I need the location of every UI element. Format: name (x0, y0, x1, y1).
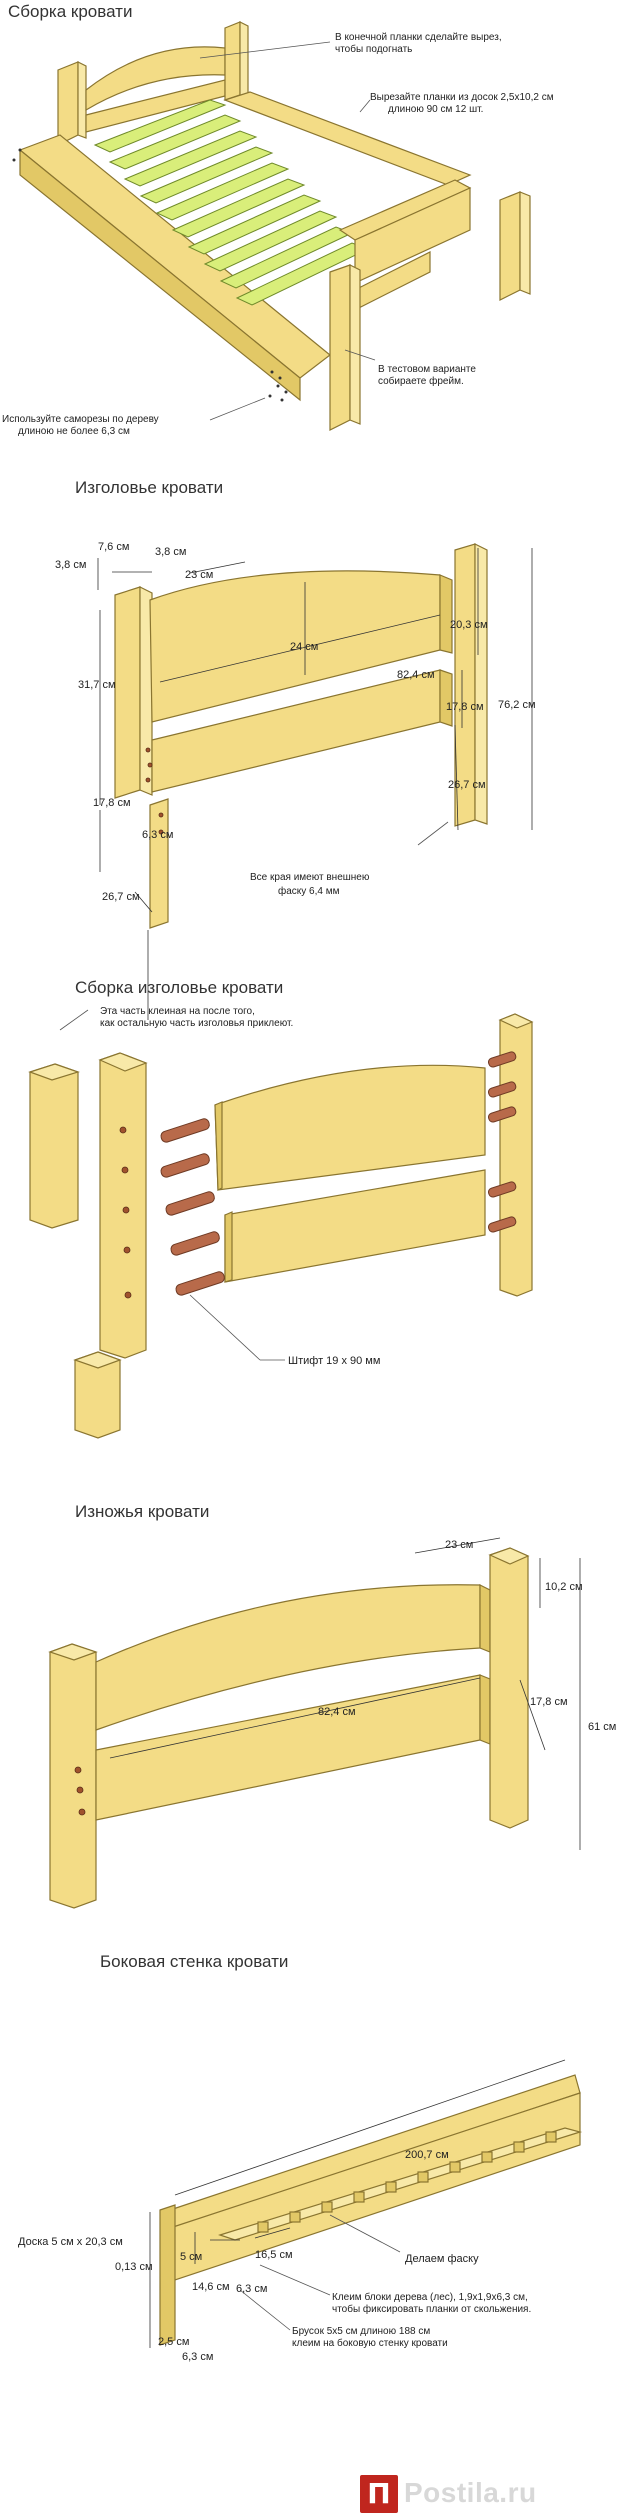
dim-26-7-a: 26,7 см (448, 779, 486, 791)
glue-blocks (257, 2131, 557, 2233)
dim-5: 5 см (180, 2251, 202, 2263)
postila-watermark: П Postila.ru (360, 2475, 630, 2513)
dimension-lines (109, 1537, 581, 1850)
dim-2-5: 2,5 см (158, 2336, 189, 2348)
section-title: Сборка кровати (8, 2, 133, 21)
dim-17-8-b: 17,8 см (93, 797, 131, 809)
dim-7-6: 7,6 см (98, 541, 129, 553)
section-bed-assembly: Сборка кровати (0, 0, 640, 460)
note-blocks-1: Клеим блоки дерева (лес), 1,9x1,9x6,3 см… (332, 2291, 528, 2303)
footboard-post-right (499, 191, 521, 301)
slats (93, 99, 370, 306)
note-test-1: В тестовом варианте (378, 364, 476, 375)
note-screws-1: Используйте саморезы по дереву (2, 414, 159, 425)
lower-panel (224, 1169, 486, 1283)
left-post-upper-piece (29, 1063, 79, 1229)
section-footboard: Изножья кровати 23 см 10,2 см 82,4 см 17… (0, 1440, 640, 1909)
postila-logo-text: Postila.ru (404, 2477, 537, 2508)
headboard-post-right (224, 21, 241, 101)
dimension-lines (149, 2059, 566, 2348)
bed-assembly-drawing: В конечной планки сделайте вырез, чтобы … (2, 21, 554, 437)
upper-panel (214, 1064, 486, 1191)
dim-0-13: 0,13 см (115, 2261, 153, 2273)
section-headboard: Изголовье кровати (0, 460, 640, 1020)
dowel-holes (119, 1126, 132, 1299)
section-title: Изножья кровати (75, 1502, 210, 1521)
dim-10-2: 10,2 см (545, 1581, 583, 1593)
dim-24: 24 см (290, 641, 318, 653)
note-cutout-1: В конечной планки сделайте вырез, (335, 32, 502, 43)
headboard-left-leg (149, 798, 169, 929)
dimension-lines (97, 548, 533, 1020)
note-cutout-2: чтобы подогнать (335, 43, 412, 55)
dim-26-7-b: 26,7 см (102, 891, 140, 903)
dim-23: 23 см (445, 1539, 473, 1551)
note-chamfer-1: Все края имеют внешнею (250, 872, 370, 883)
board-size: Доска 5 см x 20,3 см (18, 2236, 123, 2248)
section-title: Сборка изголовье кровати (75, 978, 284, 997)
note-slats-2: длиною 90 см 12 шт. (388, 104, 483, 115)
dim-76-2: 76,2 см (498, 699, 536, 711)
note-bar-2: клеим на боковую стенку кровати (292, 2337, 448, 2349)
dim-6-3: 6,3 см (142, 829, 173, 841)
footboard-post-left (329, 264, 351, 431)
footboard-right-post (489, 1547, 529, 1829)
dim-14-6: 14,6 см (192, 2281, 230, 2293)
side-board-end (159, 2204, 176, 2346)
note-test-2: собираете фрейм. (378, 375, 464, 387)
note-chamfer-2: фаску 6,4 мм (278, 885, 340, 897)
dim-61: 61 см (588, 1721, 616, 1733)
section-side-rail: Боковая стенка кровати (0, 1860, 640, 2518)
dim-17-8: 17,8 см (530, 1696, 568, 1708)
screw-marks (12, 148, 288, 402)
note-blocks-2: чтобы фиксировать планки от скольжения. (332, 2303, 531, 2315)
chamfer-note: Делаем фаску (405, 2253, 479, 2265)
side-rail-drawing: 200,7 см Доска 5 см x 20,3 см 0,13 см 5 … (18, 2059, 583, 2363)
dim-31-7: 31,7 см (78, 679, 116, 691)
section-headboard-assembly: Сборка изголовье кровати (0, 960, 640, 1440)
section-title: Боковая стенка кровати (100, 1952, 289, 1971)
left-post-drilled (99, 1052, 147, 1359)
dim-6-3-a: 6,3 см (236, 2283, 267, 2295)
dim-23: 23 см (185, 569, 213, 581)
note-bar-1: Брусок 5x5 см длиною 188 см (292, 2326, 430, 2337)
headboard-drawing: 7,6 см 3,8 см 3,8 см 23 см 24 см 20,3 см… (55, 541, 536, 1020)
postila-logo-icon: П (360, 2475, 398, 2513)
dim-17-8-a: 17,8 см (446, 701, 484, 713)
headboard-assembly-drawing: Эта часть клеиная на после того, как ост… (28, 1006, 534, 1439)
dim-20-3: 20,3 см (450, 619, 488, 631)
dowels (160, 1051, 517, 1296)
dim-3-8-b: 3,8 см (155, 546, 186, 558)
note-glue-2: как остальную часть изголовья приклеют. (100, 1018, 293, 1029)
dim-82-4: 82,4 см (318, 1706, 356, 1718)
note-glue-1: Эта часть клеиная на после того, (100, 1006, 255, 1017)
note-slats-1: Вырезайте планки из досок 2,5x10,2 см (370, 92, 554, 103)
side-rail-back (223, 91, 472, 186)
headboard-left-post (114, 586, 141, 799)
dowel-label: Штифт 19 х 90 мм (288, 1355, 380, 1367)
headboard-post-left (57, 61, 79, 146)
dim-16-5: 16,5 см (255, 2249, 293, 2261)
footboard-drawing: 23 см 10,2 см 82,4 см 17,8 см 61 см (48, 1537, 616, 1909)
section-title: Изголовье кровати (75, 478, 224, 497)
dim-6-3-b: 6,3 см (182, 2351, 213, 2363)
dim-3-8-a: 3,8 см (55, 559, 86, 571)
note-screws-2: длиною не более 6,3 см (18, 425, 130, 437)
dim-82-4: 82,4 см (397, 669, 435, 681)
dim-200-7: 200,7 см (405, 2149, 449, 2161)
